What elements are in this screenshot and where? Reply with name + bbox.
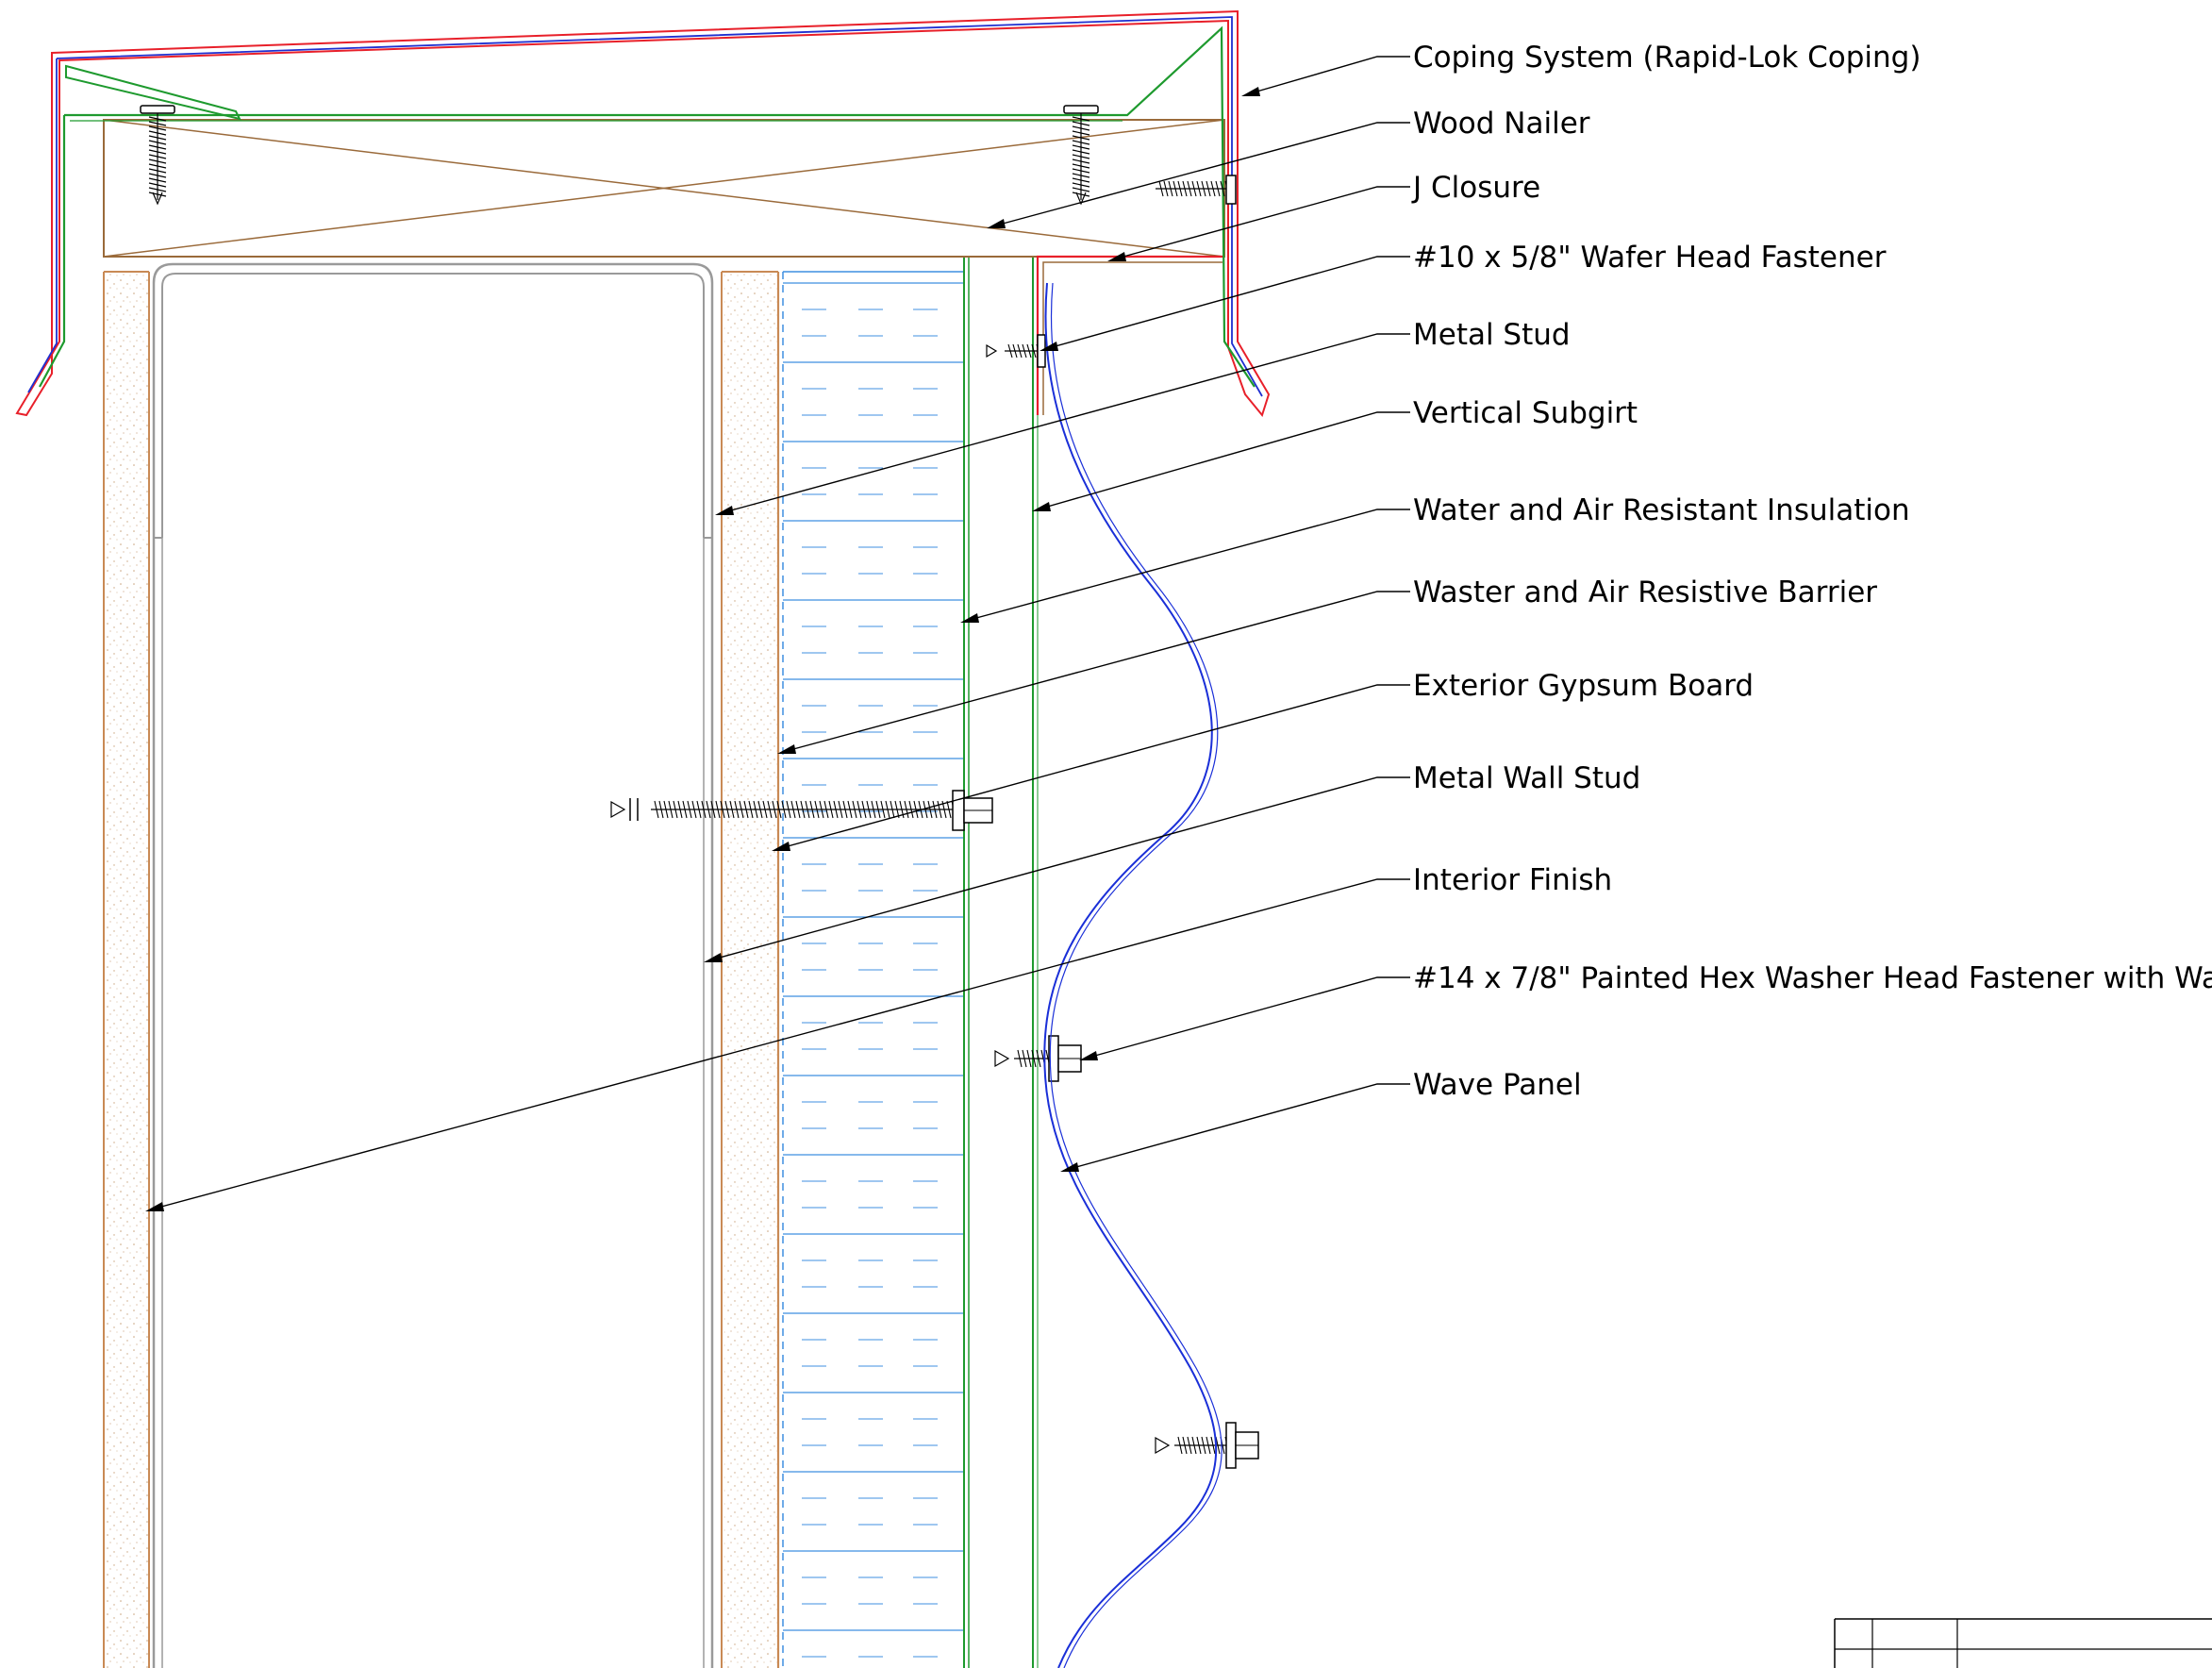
interior-finish-board [103, 271, 150, 1668]
insulation-board [783, 271, 964, 1658]
title-block-corner [1834, 1618, 2212, 1668]
callout-wave-panel: Wave Panel [1060, 1068, 1582, 1172]
long-insulation-screw [610, 790, 993, 831]
callout-vertical-subgirt: Vertical Subgirt [1032, 396, 1638, 511]
hex-washer-fastener-low [1155, 1422, 1259, 1469]
callout-metal-stud: Metal Stud [715, 318, 1571, 515]
wood-nailer [103, 119, 1225, 258]
j-closure [1036, 255, 1224, 415]
wave-panel [1043, 282, 1222, 1668]
callout-barrier: Waster and Air Resistive Barrier [777, 575, 1877, 754]
label-wood-nailer: Wood Nailer [1413, 107, 1590, 141]
label-hex-fastener: #14 x 7/8" Painted Hex Washer Head Faste… [1413, 961, 2212, 995]
wafer-head-fastener [986, 334, 1046, 368]
label-wafer-fastener: #10 x 5/8" Wafer Head Fastener [1413, 241, 1887, 275]
label-metal-wall-stud: Metal Wall Stud [1413, 761, 1640, 795]
callout-interior-finish: Interior Finish [145, 863, 1612, 1211]
callout-metal-wall-stud: Metal Wall Stud [704, 761, 1640, 962]
callout-wood-nailer: Wood Nailer [987, 107, 1590, 228]
nailer-screw-left [140, 105, 175, 206]
hex-washer-fastener [994, 1035, 1082, 1082]
label-metal-stud: Metal Stud [1413, 318, 1571, 352]
vertical-subgirt [963, 256, 1039, 1668]
label-insulation: Water and Air Resistant Insulation [1413, 493, 1910, 527]
callout-j-closure: J Closure [1107, 171, 1540, 261]
label-wave-panel: Wave Panel [1413, 1068, 1582, 1102]
label-coping: Coping System (Rapid-Lok Coping) [1413, 41, 1921, 75]
callout-gypsum: Exterior Gypsum Board [772, 669, 1754, 851]
exterior-gypsum-board [721, 271, 780, 1668]
metal-stud [152, 262, 714, 1668]
label-gypsum: Exterior Gypsum Board [1413, 669, 1754, 703]
side-screw [1156, 175, 1237, 205]
callouts: Coping System (Rapid-Lok Coping) Wood Na… [145, 41, 2212, 1211]
nailer-screw-right [1063, 105, 1099, 206]
label-interior-finish: Interior Finish [1413, 863, 1612, 897]
callout-coping: Coping System (Rapid-Lok Coping) [1241, 41, 1921, 96]
wall-assembly [103, 256, 1039, 1668]
coping-system [15, 9, 1271, 418]
label-j-closure: J Closure [1411, 171, 1540, 205]
callout-insulation: Water and Air Resistant Insulation [960, 493, 1910, 623]
callout-hex-fastener: #14 x 7/8" Painted Hex Washer Head Faste… [1079, 961, 2212, 1060]
label-vertical-subgirt: Vertical Subgirt [1413, 396, 1638, 430]
label-barrier: Waster and Air Resistive Barrier [1413, 575, 1877, 609]
callout-wafer-fastener: #10 x 5/8" Wafer Head Fastener [1039, 241, 1887, 351]
